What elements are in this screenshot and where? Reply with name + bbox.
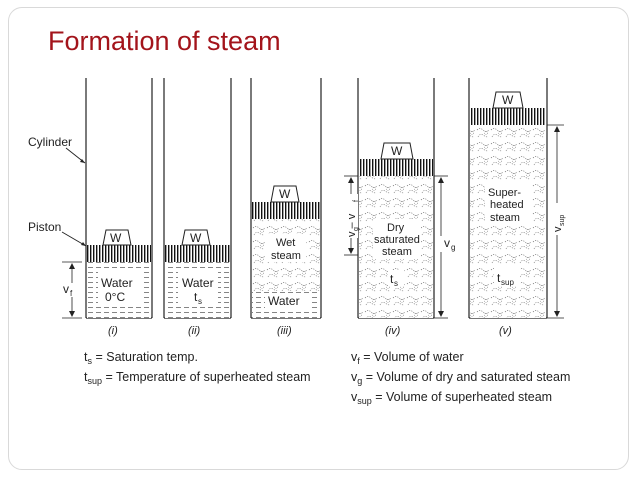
piston bbox=[87, 245, 151, 262]
vf-subscript: f bbox=[353, 200, 360, 202]
wet-steam-label: Wet bbox=[276, 237, 295, 249]
dry-steam-label: saturated bbox=[374, 234, 420, 246]
vg-label: v bbox=[444, 236, 450, 250]
cylinder-stage-2 bbox=[163, 78, 232, 319]
legend-item: vsup = Volume of superheated steam bbox=[351, 390, 553, 406]
slide-title: Formation of steam bbox=[48, 26, 281, 56]
ts-subscript: s bbox=[394, 279, 398, 288]
legend-item: vf = Volume of water bbox=[351, 350, 464, 366]
dry-steam-label: steam bbox=[382, 246, 412, 258]
weight-label: W bbox=[190, 231, 202, 245]
slide-frame bbox=[8, 7, 629, 470]
vsup-label: v bbox=[552, 226, 564, 232]
legend-right: vf = Volume of water vg = Volume of dry … bbox=[351, 349, 570, 409]
water-temp-label: 0°C bbox=[105, 290, 125, 304]
weight-label: W bbox=[279, 187, 291, 201]
legend-item: ts = Saturation temp. bbox=[84, 350, 198, 366]
vf-subscript: f bbox=[70, 289, 73, 298]
tsup-subscript: sup bbox=[501, 278, 514, 287]
piston-label: Piston bbox=[28, 220, 61, 234]
weight-label: W bbox=[502, 93, 514, 107]
weight-block bbox=[102, 229, 132, 246]
legend-item: tsup = Temperature of superheated steam bbox=[84, 370, 311, 386]
superheated-steam-label: steam bbox=[490, 212, 520, 224]
dry-steam-label: Dry bbox=[387, 222, 405, 234]
ts-subscript: s bbox=[198, 297, 202, 306]
vg-subscript: g bbox=[353, 227, 360, 231]
vg-minus-vf-dimension bbox=[344, 175, 358, 256]
stage-label: (iv) bbox=[385, 325, 401, 337]
stage-label: (ii) bbox=[188, 325, 201, 337]
water-label: Water bbox=[101, 276, 133, 290]
vsup-dimension bbox=[547, 124, 564, 319]
vg-minus-vf-label: v – v bbox=[346, 213, 358, 237]
ts-symbol: t bbox=[194, 290, 198, 304]
cylinder-label: Cylinder bbox=[28, 135, 72, 149]
ts-symbol: t bbox=[390, 272, 394, 286]
vf-dimension bbox=[62, 261, 82, 319]
weight-label: W bbox=[110, 231, 122, 245]
vsup-subscript: sup bbox=[559, 215, 566, 226]
weight-label: W bbox=[391, 144, 403, 158]
wet-steam-label: steam bbox=[271, 250, 301, 262]
vg-subscript: g bbox=[451, 243, 455, 252]
superheated-steam-label: Super- bbox=[488, 187, 521, 199]
tsup-symbol: t bbox=[497, 271, 501, 285]
legend-item: vg = Volume of dry and saturated steam bbox=[351, 370, 571, 386]
water-label: Water bbox=[268, 294, 300, 308]
vf-label: v bbox=[63, 282, 69, 296]
stage-label: (v) bbox=[499, 325, 512, 337]
legend-left: ts = Saturation temp. tsup = Temperature… bbox=[84, 349, 311, 389]
vg-dimension bbox=[434, 175, 458, 319]
stage-label: (i) bbox=[108, 325, 118, 337]
stage-label: (iii) bbox=[277, 325, 292, 337]
water-label: Water bbox=[182, 276, 214, 290]
superheated-steam-label: heated bbox=[490, 199, 524, 211]
